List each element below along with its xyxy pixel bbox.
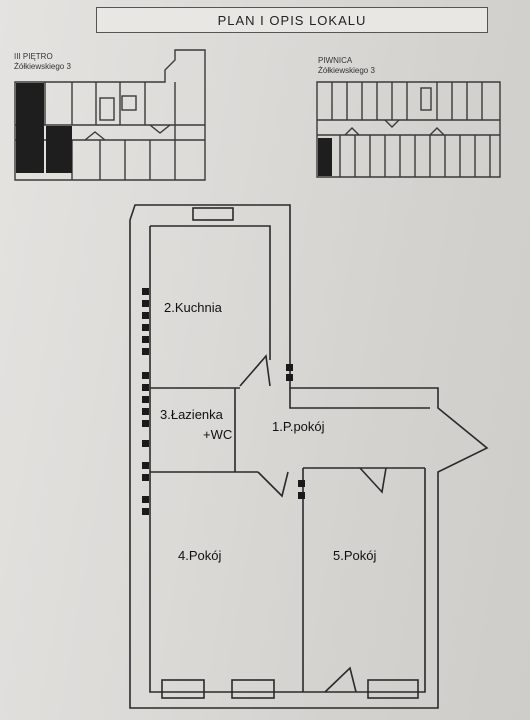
room-label-kitchen: 2.Kuchnia	[164, 300, 222, 315]
chimney-markings	[142, 288, 305, 515]
room-label-room-4: 4.Pokój	[178, 548, 222, 563]
left-plan-floor-label: III PIĘTRO	[14, 52, 53, 61]
room-label-room-5: 5.Pokój	[333, 548, 377, 563]
right-plan-address-label: Żółkiewskiego 3	[318, 66, 375, 75]
document-title: PLAN I OPIS LOKALU	[96, 7, 488, 33]
left-plan-address-label: Żółkiewskiego 3	[14, 62, 71, 71]
right-plan-floor-label: PIWNICA	[318, 56, 353, 65]
room-label-wc: +WC	[203, 427, 233, 442]
mini-floor-plans	[14, 49, 501, 181]
room-label-bathroom: 3.Łazienka	[160, 407, 223, 422]
room-label-hall: 1.P.pokój	[272, 419, 325, 434]
